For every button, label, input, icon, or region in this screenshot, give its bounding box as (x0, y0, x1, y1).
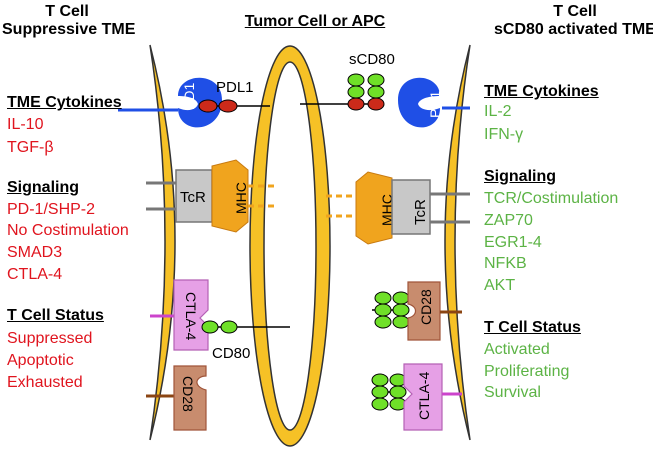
tcr-label-left: TcR (180, 189, 206, 206)
right-status-item: Activated (484, 341, 550, 358)
right-signaling-item: NFKB (484, 255, 527, 272)
cd28-left (173, 365, 207, 431)
right-status-item: Survival (484, 384, 541, 401)
left-signaling-item: PD-1/SHP-2 (7, 201, 96, 218)
right-cytokines-title: TME Cytokines (484, 83, 599, 100)
tcr-label-right: TcR (412, 199, 429, 225)
left-signaling-item: No Costimulation (7, 222, 129, 239)
mhc-left (211, 159, 249, 233)
pdl1-domain-1 (198, 99, 218, 113)
right-header-line2: sCD80 activated TME (494, 21, 653, 38)
scd80-label: sCD80 (349, 51, 395, 68)
cd28-right (407, 281, 441, 341)
right-signaling-item: ZAP70 (484, 212, 533, 229)
left-signaling-item: CTLA-4 (7, 266, 63, 283)
pd1-label-left: PD1 (181, 83, 197, 110)
mhc-label-left: MHC (233, 182, 249, 214)
cd28-label-right: CD28 (418, 289, 434, 325)
cd80-domain-1 (201, 320, 219, 334)
left-status-item: Exhausted (7, 374, 83, 391)
left-header-line1: T Cell (45, 3, 89, 20)
right-signaling-title: Signaling (484, 168, 556, 185)
left-signaling-item: SMAD3 (7, 244, 63, 261)
left-status-item: Apoptotic (7, 352, 74, 369)
left-status-item: Suppressed (7, 330, 93, 347)
right-signaling-item: AKT (484, 277, 516, 294)
right-signaling-item: EGR1-4 (484, 234, 542, 251)
ctla4-left (173, 279, 209, 351)
right-status-title: T Cell Status (484, 319, 581, 336)
left-cytokine-item: TGF-β (7, 139, 54, 156)
left-t-cell-membrane (149, 44, 176, 441)
cd80-domain-2 (220, 320, 238, 334)
right-t-cell-membrane (444, 44, 471, 441)
right-header-line1: T Cell (553, 3, 597, 20)
center-header: Tumor Cell or APC (244, 13, 386, 30)
ctla4-label-left: CTLA-4 (183, 292, 199, 340)
left-header-line2: Suppressive TME (2, 21, 136, 38)
cd80-label: CD80 (212, 345, 250, 362)
left-cytokine-item: IL-10 (7, 116, 44, 133)
pdl1-label: PDL1 (216, 79, 254, 96)
cd28-label-left: CD28 (180, 376, 196, 412)
right-cytokine-item: IFN-γ (484, 126, 524, 143)
tumor-cell-interior (263, 61, 317, 431)
pdl1-domain-2 (218, 99, 238, 113)
tcr-left (175, 169, 213, 223)
left-cytokines-title: TME Cytokines (7, 94, 122, 111)
mhc-right (355, 171, 393, 245)
mhc-label-right: MHC (379, 194, 395, 226)
tcr-right (391, 179, 431, 235)
left-status-title: T Cell Status (7, 307, 104, 324)
pd1-receptor-right (398, 77, 440, 128)
left-signaling-title: Signaling (7, 179, 79, 196)
right-signaling-item: TCR/Costimulation (484, 190, 619, 207)
pd1-label-right: PD1 (427, 91, 443, 118)
ctla4-right (403, 363, 443, 431)
ctla4-label-right: CTLA-4 (416, 372, 432, 420)
right-cytokine-item: IL-2 (484, 103, 512, 120)
right-status-item: Proliferating (484, 363, 570, 380)
